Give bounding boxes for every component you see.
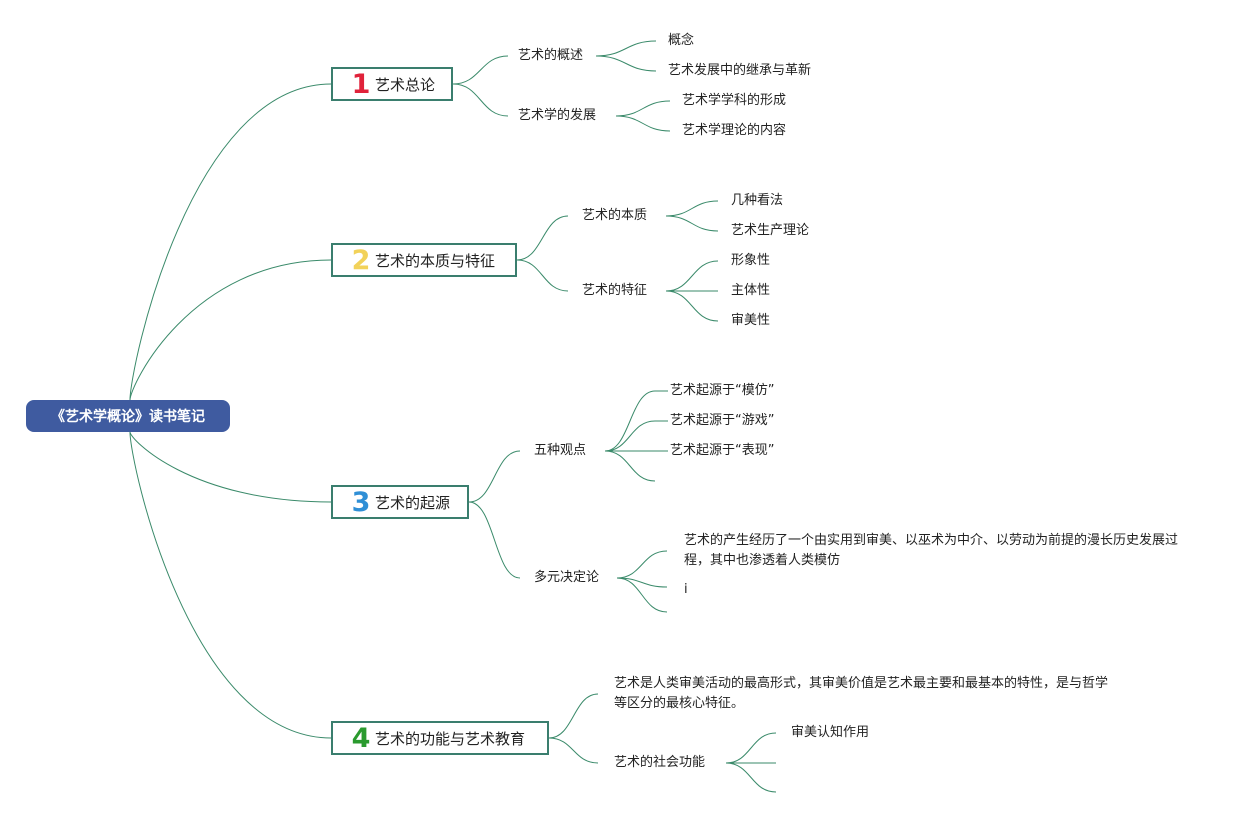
leaf-3-1-3[interactable]: 艺术起源于“表现” — [670, 443, 775, 458]
branch-2-node[interactable]: 2 艺术的本质与特征 — [331, 243, 517, 277]
link-t42-leaf3 — [725, 762, 777, 793]
branch-3-node[interactable]: 3 艺术的起源 — [331, 485, 469, 519]
link-t22-leaf1 — [665, 260, 719, 292]
branch-2-title: 艺术的本质与特征 — [375, 251, 496, 270]
link-b4-topic2 — [548, 737, 599, 764]
branch-3-title: 艺术的起源 — [375, 493, 451, 512]
leaf-3-1-1[interactable]: 艺术起源于“模仿” — [670, 383, 775, 398]
leaf-1-2-2[interactable]: 艺术学理论的内容 — [682, 123, 787, 138]
root-title: 《艺术学概论》读书笔记 — [51, 409, 205, 425]
link-t32-leaf3 — [616, 577, 668, 613]
link-t11-leaf1 — [595, 40, 657, 57]
branch-3-number: 3 — [351, 486, 371, 518]
leaf-2-2-3[interactable]: 审美性 — [731, 313, 771, 328]
link-t31-leaf4 — [604, 450, 656, 482]
link-t11-leaf2 — [595, 55, 657, 72]
topic-1-1[interactable]: 艺术的概述 — [518, 48, 584, 63]
topic-3-2[interactable]: 多元决定论 — [534, 570, 600, 585]
link-b1-topic1 — [452, 55, 509, 85]
link-t22-leaf3 — [665, 290, 719, 322]
link-b2-topic2 — [516, 259, 569, 292]
link-b3-topic2 — [468, 501, 521, 579]
branch-1-title: 艺术总论 — [375, 75, 436, 94]
link-t21-leaf2 — [665, 215, 719, 232]
branch-1-number: 1 — [351, 68, 371, 100]
link-t32-leaf1 — [616, 550, 668, 579]
topic-2-2[interactable]: 艺术的特征 — [582, 283, 648, 298]
leaf-1-1-1[interactable]: 概念 — [668, 33, 695, 48]
leaf-2-1-2[interactable]: 艺术生产理论 — [731, 223, 810, 238]
link-root-branch-1 — [129, 83, 332, 401]
topic-2-1[interactable]: 艺术的本质 — [582, 208, 648, 223]
leaf-3-1-2[interactable]: 艺术起源于“游戏” — [670, 413, 775, 428]
topic-4-2[interactable]: 艺术的社会功能 — [614, 755, 706, 770]
link-root-branch-4 — [129, 431, 332, 739]
topic-1-2[interactable]: 艺术学的发展 — [518, 108, 597, 123]
link-b4-topic1 — [548, 693, 599, 739]
leaf-2-2-2[interactable]: 主体性 — [731, 283, 771, 298]
leaf-3-2-2[interactable]: i — [684, 582, 688, 597]
link-t12-leaf2 — [615, 115, 671, 132]
leaf-2-1-1[interactable]: 几种看法 — [731, 193, 784, 208]
leaf-3-2-1[interactable]: 艺术的产生经历了一个由实用到审美、以巫术为中介、以劳动为前提的漫长历史发展过程，… — [684, 533, 1179, 568]
link-root-branch-2 — [129, 259, 332, 401]
leaf-4-2-1[interactable]: 审美认知作用 — [791, 725, 870, 740]
link-t21-leaf1 — [665, 200, 719, 217]
leaf-2-2-1[interactable]: 形象性 — [731, 253, 771, 268]
link-b1-topic2 — [452, 83, 509, 117]
link-b2-topic1 — [516, 215, 569, 261]
branch-4-number: 4 — [351, 722, 371, 754]
branch-2-number: 2 — [351, 244, 371, 276]
link-t31-leaf1 — [604, 390, 656, 452]
leaf-1-2-1[interactable]: 艺术学学科的形成 — [682, 93, 787, 108]
root-node[interactable]: 《艺术学概论》读书笔记 — [26, 400, 230, 432]
leaf-1-1-2[interactable]: 艺术发展中的继承与革新 — [668, 63, 812, 78]
branch-4-title: 艺术的功能与艺术教育 — [375, 729, 526, 748]
link-root-branch-3 — [129, 431, 332, 503]
link-b3-topic1 — [468, 450, 521, 503]
link-t31-leaf2 — [604, 420, 656, 452]
topic-4-1[interactable]: 艺术是人类审美活动的最高形式，其审美价值是艺术最主要和最基本的特性，是与哲学等区… — [614, 676, 1109, 711]
topic-3-1[interactable]: 五种观点 — [534, 443, 587, 458]
branch-1-node[interactable]: 1 艺术总论 — [331, 67, 453, 101]
branch-4-node[interactable]: 4 艺术的功能与艺术教育 — [331, 721, 549, 755]
link-t12-leaf1 — [615, 100, 671, 117]
link-t42-leaf1 — [725, 732, 777, 764]
